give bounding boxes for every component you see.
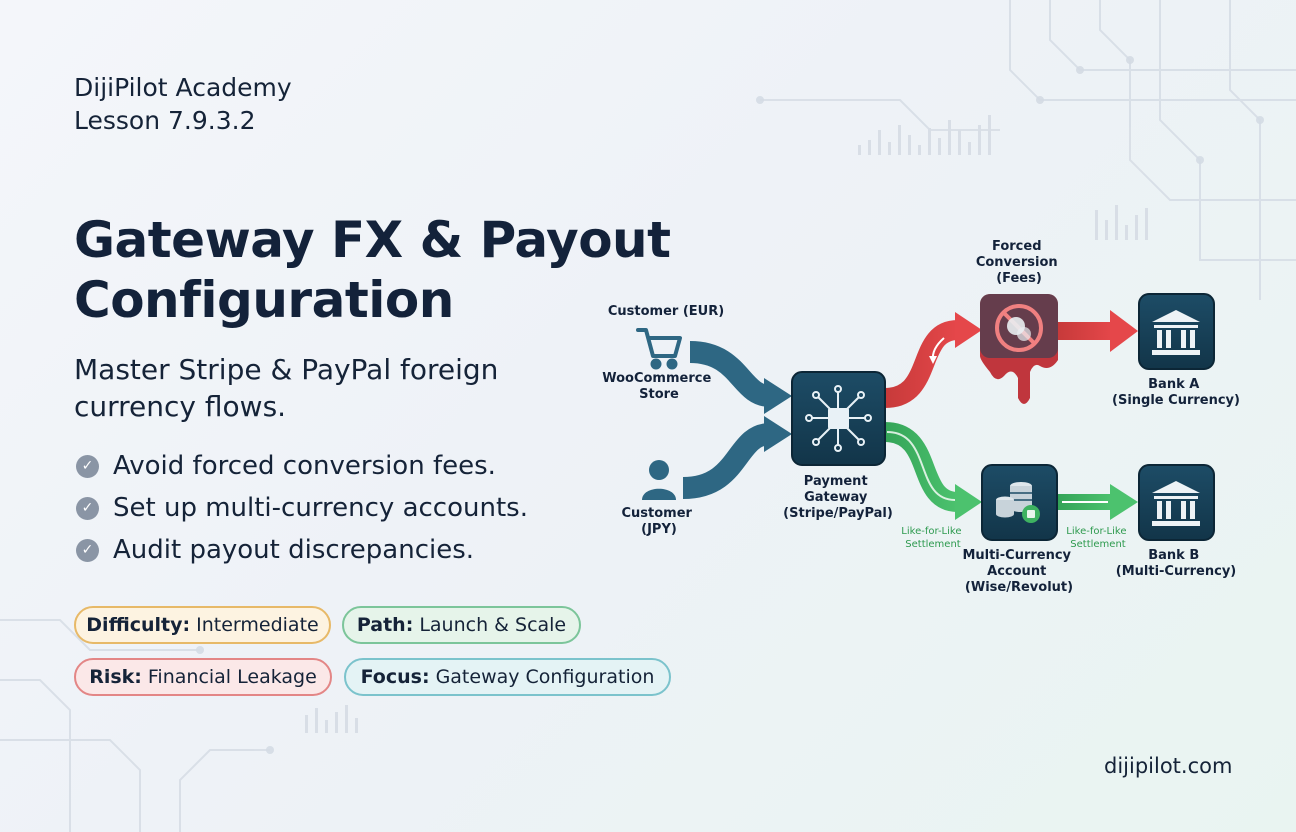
check-icon: ✓ [76, 538, 99, 562]
bank-a-label: Bank A (Single Currency) [1112, 377, 1240, 408]
bullet-item: ✓ Avoid forced conversion fees. [76, 445, 528, 487]
bank-icon [1152, 310, 1200, 355]
path-value: Launch & Scale [419, 614, 567, 636]
risk-value: Financial Leakage [147, 666, 317, 688]
multi-label-line: Account [987, 564, 1046, 579]
page-title: Gateway FX & Payout Configuration [74, 211, 671, 329]
path-tag: Path:Launch & Scale [342, 606, 581, 644]
website-url: dijipilot.com [1104, 754, 1233, 778]
gateway-label-line: Gateway [804, 490, 868, 505]
customer-jpy-line: (JPY) [641, 522, 677, 537]
forced-conversion-node [980, 294, 1058, 404]
bullet-item: ✓ Audit payout discrepancies. [76, 529, 528, 571]
bank-b-label-line: Bank B [1148, 548, 1199, 563]
focus-key: Focus: [360, 666, 430, 688]
settlement-line: Like-for-Like [1066, 526, 1126, 537]
bullet-item: ✓ Set up multi-currency accounts. [76, 487, 528, 529]
store-label: WooCommerce Store [602, 371, 716, 402]
path-key: Path: [356, 614, 414, 636]
flow-gateway-to-forced [884, 312, 982, 408]
bank-a-node [1138, 293, 1215, 370]
risk-key: Risk: [89, 666, 142, 688]
risk-tag: Risk:Financial Leakage [74, 658, 332, 696]
settlement-line: Settlement [905, 539, 961, 550]
customer-jpy-label: Customer (JPY) [622, 506, 697, 537]
customer-eur-label: Customer (EUR) [608, 304, 724, 319]
bank-a-label-line: Bank A [1148, 377, 1199, 392]
bullet-text: Avoid forced conversion fees. [113, 451, 496, 481]
multi-label: Multi-Currency Account (Wise/Revolut) [962, 548, 1075, 595]
settlement-label-right: Like-for-Like Settlement [1066, 526, 1129, 550]
bullet-text: Audit payout discrepancies. [113, 535, 475, 565]
gateway-label-line: (Stripe/PayPal) [783, 506, 893, 521]
customer-jpy-line: Customer [622, 506, 693, 521]
page-subtitle: Master Stripe & PayPal foreign currency … [74, 353, 499, 423]
flow-jpy-to-gateway [682, 416, 792, 499]
academy-name: DijiPilot Academy [74, 73, 292, 102]
flow-eur-to-gateway [689, 341, 792, 414]
difficulty-tag: Difficulty:Intermediate [74, 606, 331, 644]
chip-icon [805, 385, 872, 452]
coin-stack-icon [996, 482, 1040, 523]
focus-value: Gateway Configuration [435, 666, 655, 688]
gateway-node [791, 371, 886, 466]
settlement-line: Settlement [1070, 539, 1126, 550]
check-icon: ✓ [76, 454, 99, 478]
bullet-text: Set up multi-currency accounts. [113, 493, 528, 523]
store-label-line: WooCommerce [602, 371, 711, 386]
settlement-line: Like-for-Like [901, 526, 961, 537]
settlement-label-left: Like-for-Like Settlement [901, 526, 964, 550]
check-icon: ✓ [76, 496, 99, 520]
forced-label-line: Conversion [976, 255, 1058, 270]
flow-gateway-to-multi [884, 422, 982, 520]
flow-forced-to-bank-a [1058, 310, 1138, 352]
flow-multi-to-bank-b [1058, 484, 1138, 520]
forced-label-line: (Fees) [996, 271, 1042, 286]
bullet-list: ✓ Avoid forced conversion fees. ✓ Set up m… [76, 445, 528, 571]
difficulty-key: Difficulty: [86, 614, 191, 636]
bank-b-node [1138, 464, 1215, 541]
gateway-label-line: Payment [804, 474, 868, 489]
brand-block: DijiPilot Academy Lesson 7.9.3.2 [74, 71, 292, 137]
user-icon [642, 460, 676, 500]
forced-label-line: Forced [992, 239, 1042, 254]
multi-label-line: Multi-Currency [962, 548, 1071, 563]
bank-b-label-line: (Multi-Currency) [1116, 564, 1236, 579]
no-coins-icon [995, 304, 1043, 352]
bank-icon [1152, 481, 1200, 526]
forced-label: Forced Conversion (Fees) [976, 239, 1062, 286]
store-label-line: Store [639, 387, 679, 402]
bank-a-label-line: (Single Currency) [1112, 393, 1240, 408]
bank-b-label: Bank B (Multi-Currency) [1116, 548, 1236, 579]
multi-label-line: (Wise/Revolut) [965, 580, 1073, 595]
multi-currency-node [981, 464, 1058, 541]
gateway-label: Payment Gateway (Stripe/PayPal) [783, 474, 893, 521]
focus-tag: Focus:Gateway Configuration [344, 658, 671, 696]
lesson-number: Lesson 7.9.3.2 [74, 106, 256, 135]
difficulty-value: Intermediate [196, 614, 319, 636]
shopping-cart-icon [636, 328, 682, 370]
